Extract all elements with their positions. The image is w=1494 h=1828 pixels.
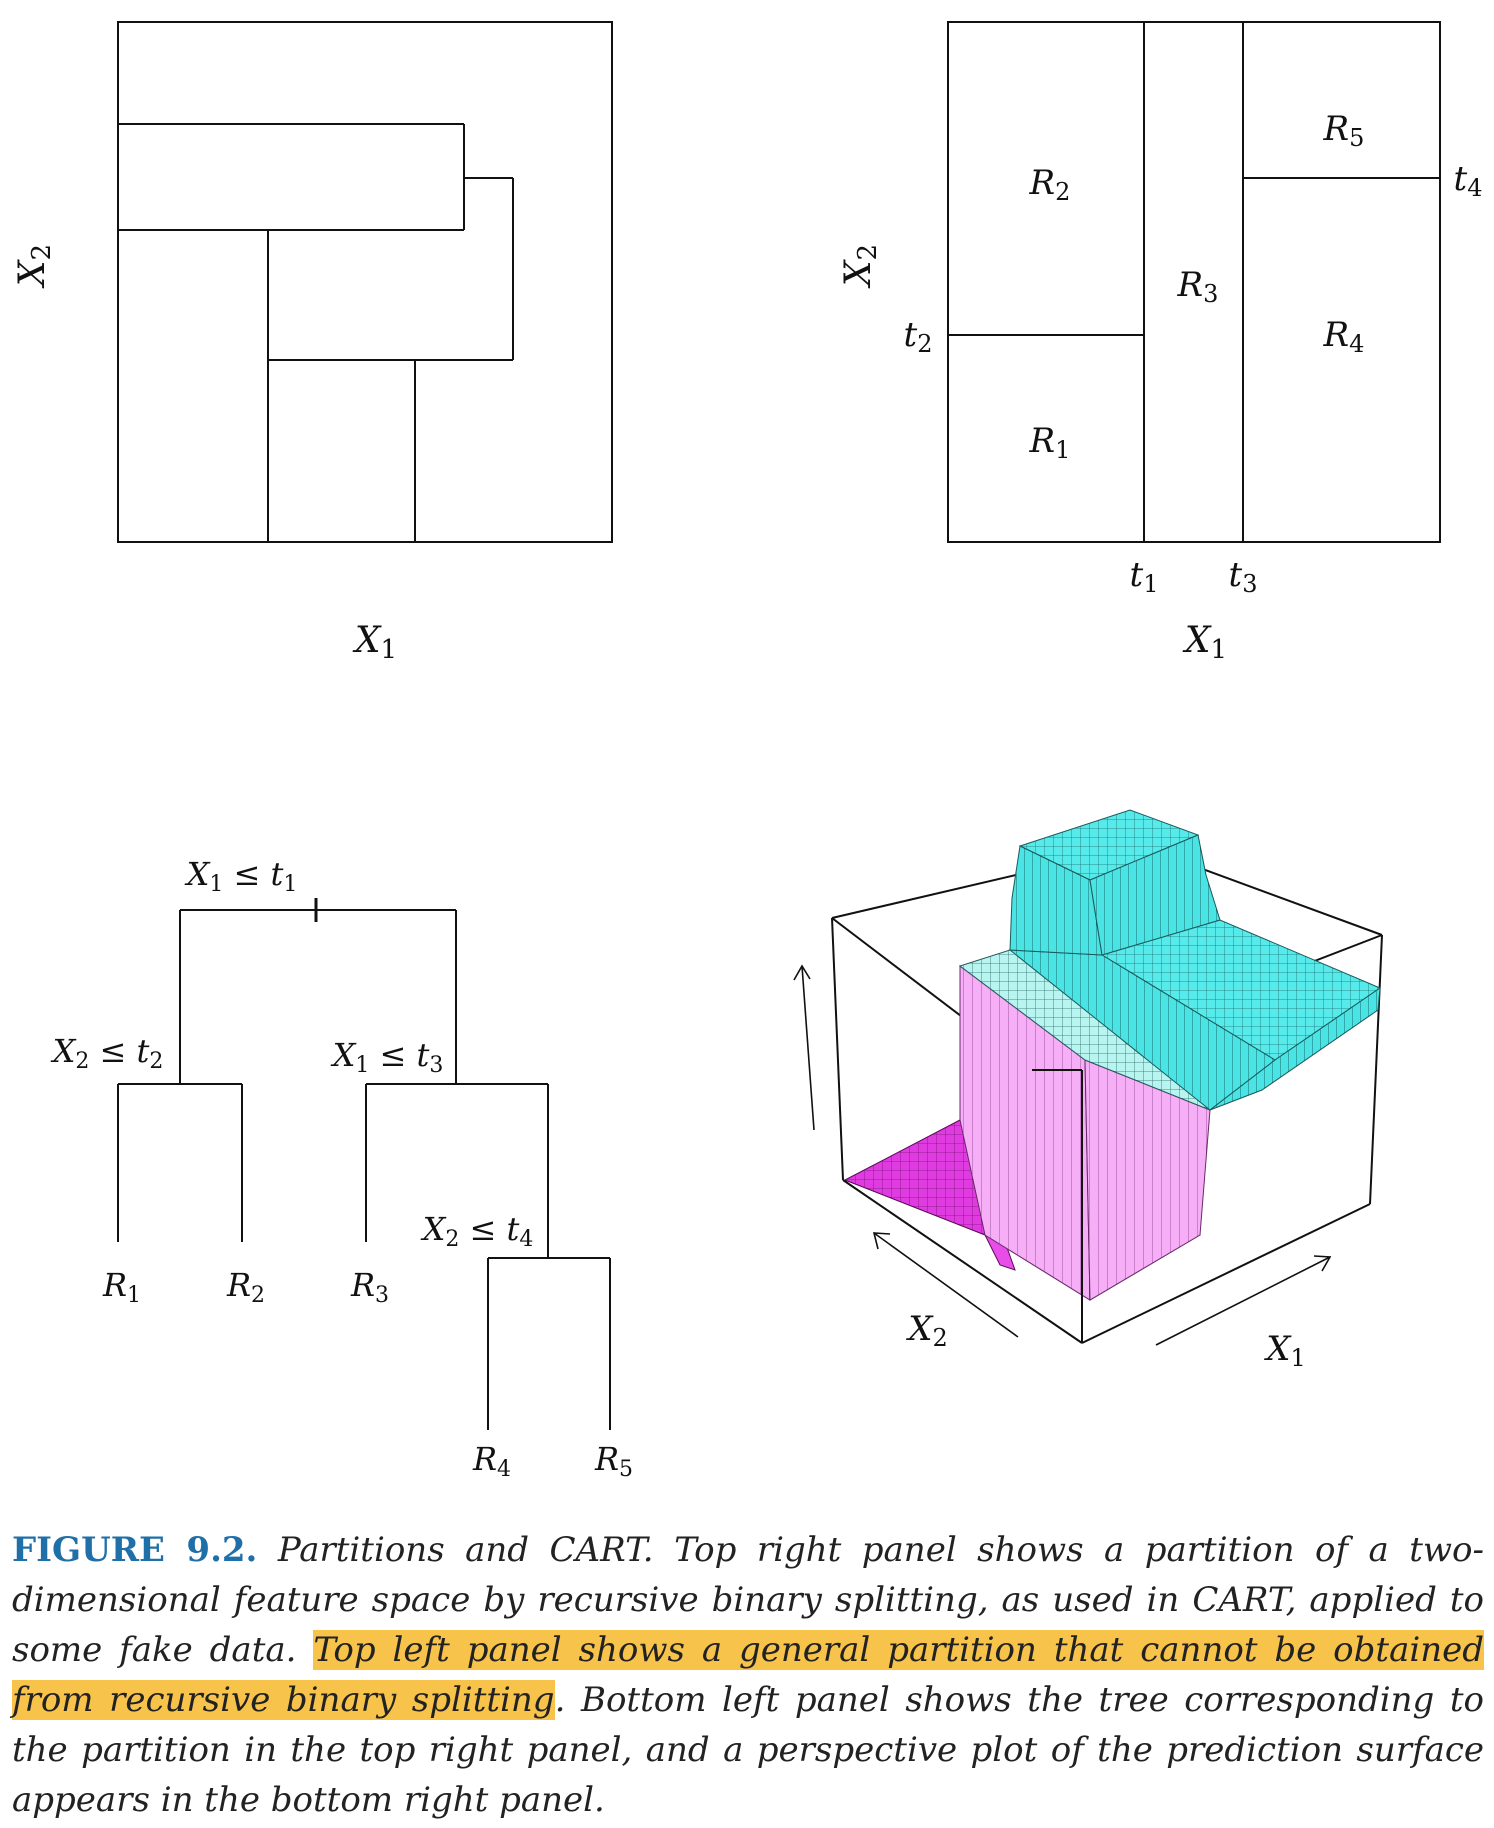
caption-text-2: . Bottom left panel shows the tree corre… bbox=[12, 1680, 1484, 1820]
perspective-plot: X2 X1 bbox=[793, 809, 1383, 1372]
top-right-ylabel: X2 bbox=[838, 244, 883, 289]
region-r3: R3 bbox=[1177, 265, 1219, 308]
region-r4: R4 bbox=[1323, 315, 1365, 358]
top-left-frame bbox=[117, 21, 613, 543]
figure-panels: X1 X2 R2 R1 R3 R5 R4 t1 t3 t2 t4 X1 X2 bbox=[12, 21, 1483, 1482]
tree-node-left: X2 ≤ t2 bbox=[50, 1032, 164, 1074]
top-right-frame bbox=[947, 21, 1441, 543]
region-r1: R1 bbox=[1029, 421, 1071, 464]
figure-caption: FIGURE 9.2. Partitions and CART. Top rig… bbox=[12, 1525, 1485, 1825]
region-labels: R2 R1 R3 R5 R4 bbox=[1029, 109, 1365, 464]
top-left-panel bbox=[117, 21, 613, 543]
tree-node-root: X1 ≤ t1 bbox=[184, 855, 298, 897]
region-r5: R5 bbox=[1323, 109, 1365, 152]
tree-leaf-r2: R2 bbox=[226, 1266, 265, 1308]
tree-leaf-r3: R3 bbox=[350, 1266, 389, 1308]
caption-text-1: Partitions and CART. Top right panel sho… bbox=[12, 1530, 1484, 1670]
perspective-xlabel-x1: X1 bbox=[1263, 1329, 1306, 1372]
threshold-t3: t3 bbox=[1229, 555, 1258, 598]
var-x: X bbox=[352, 620, 382, 661]
tree-leaf-labels: R1 R2 R3 R4 R5 bbox=[102, 1266, 633, 1482]
tree-leaf-r1: R1 bbox=[102, 1266, 141, 1308]
threshold-t1: t1 bbox=[1130, 555, 1159, 598]
threshold-t2: t2 bbox=[904, 315, 933, 358]
tree-edges bbox=[117, 898, 611, 1430]
tree-leaf-r5: R5 bbox=[594, 1440, 633, 1482]
perspective-xlabel-x2: X2 bbox=[905, 1309, 948, 1352]
top-left-ylabel: X2 bbox=[12, 244, 57, 289]
region-r2: R2 bbox=[1029, 163, 1071, 206]
figure-label: FIGURE 9.2. bbox=[12, 1530, 258, 1570]
var-sub: 1 bbox=[381, 635, 398, 665]
top-left-xlabel: X1 bbox=[352, 620, 397, 665]
tree-node-labels: X1 ≤ t1 X2 ≤ t2 X1 ≤ t3 X2 ≤ t4 bbox=[50, 855, 534, 1252]
tree-node-right-right: X2 ≤ t4 bbox=[420, 1210, 534, 1252]
tree-node-right: X1 ≤ t3 bbox=[330, 1036, 444, 1078]
top-right-panel bbox=[947, 21, 1441, 543]
surface-r5-wall bbox=[1009, 845, 1103, 956]
threshold-t4: t4 bbox=[1454, 159, 1483, 202]
tree-leaf-r4: R4 bbox=[472, 1440, 511, 1482]
threshold-labels: t1 t3 t2 t4 bbox=[904, 159, 1483, 598]
top-right-xlabel: X1 bbox=[1182, 620, 1227, 665]
